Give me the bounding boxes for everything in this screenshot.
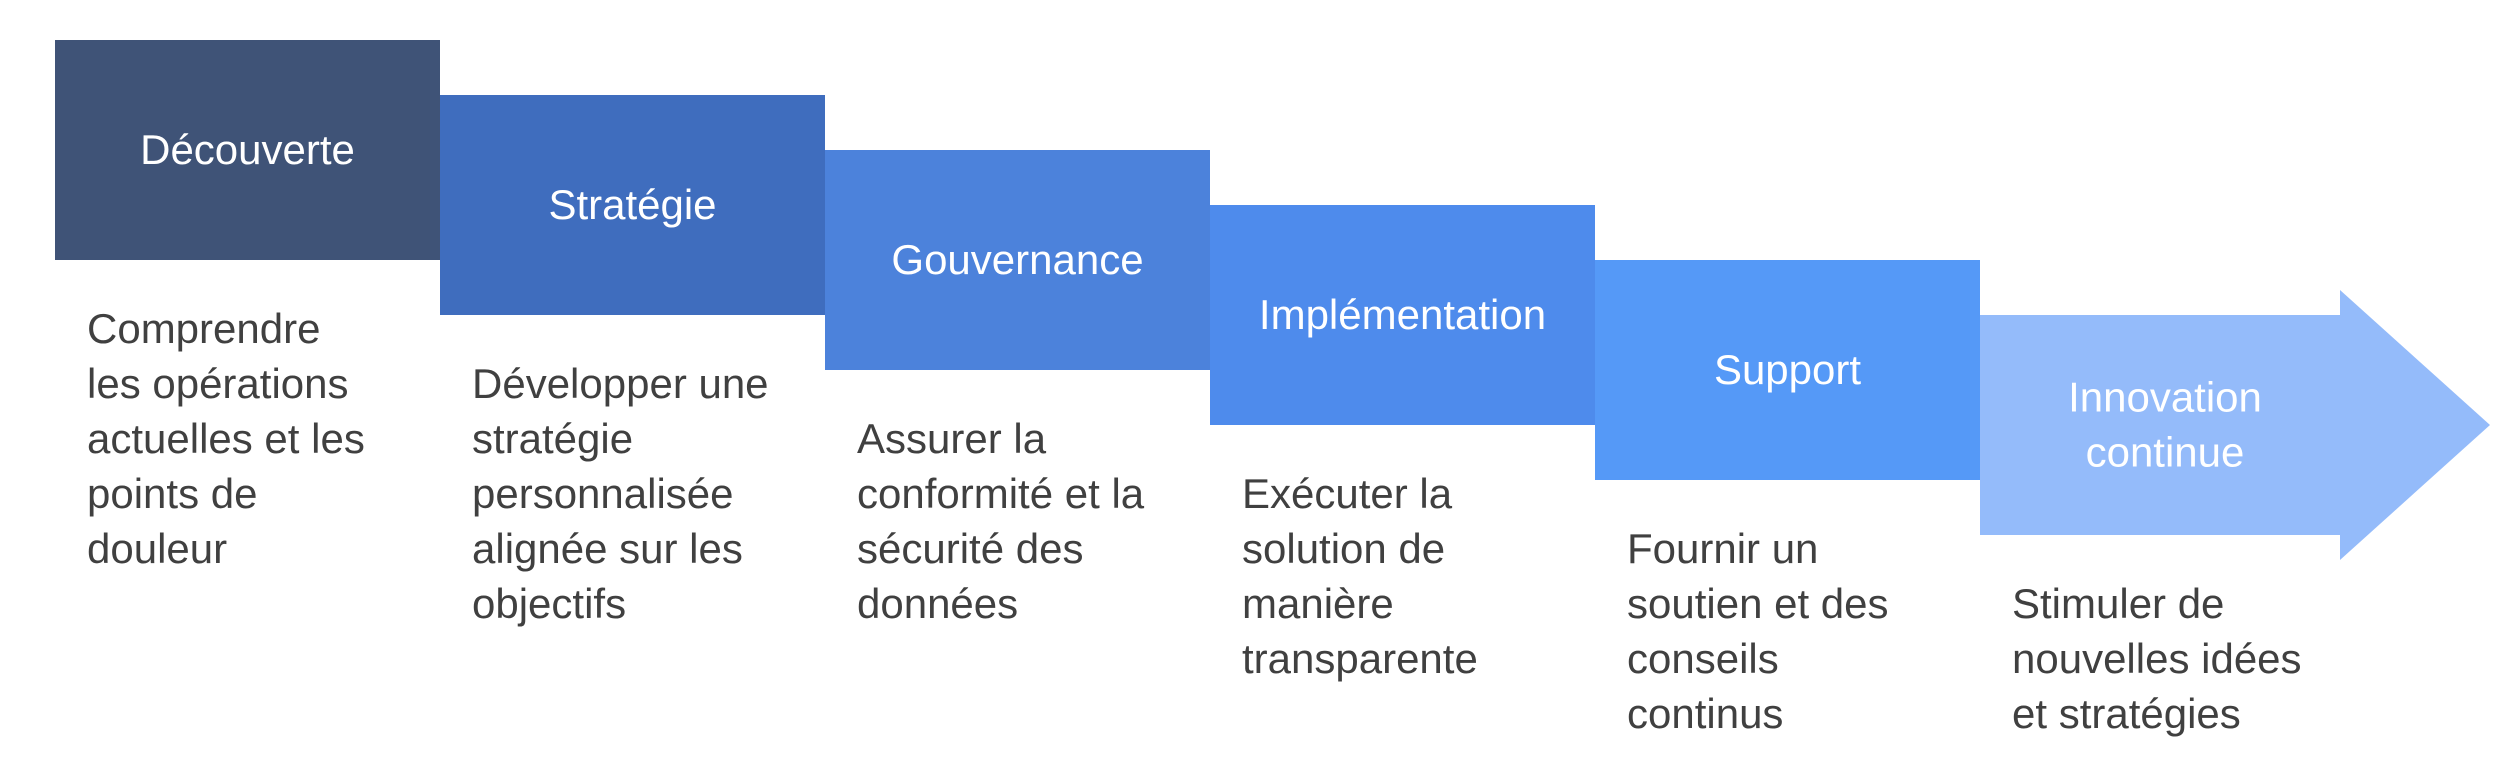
stage-descriptions: Comprendre les opérations actuelles et les… xyxy=(87,305,2302,737)
stage-4-description-line: solution de xyxy=(1242,525,1445,572)
stage-6-title-line: Innovation xyxy=(2068,374,2262,421)
stage-3-description-line: Assurer la xyxy=(857,415,1047,462)
stage-2-description: Développer une stratégie personnalisée alig… xyxy=(472,360,769,627)
stage-1-description: Comprendre les opérations actuelles et les… xyxy=(87,305,365,572)
stage-2-title-line: Stratégie xyxy=(548,181,716,228)
stage-2-description-line: stratégie xyxy=(472,415,633,462)
stage-6-title-line: continue xyxy=(2086,429,2245,476)
stage-4-title-line: Implémentation xyxy=(1259,291,1546,338)
stage-1-description-line: Comprendre xyxy=(87,305,320,352)
stage-6-description-line: Stimuler de xyxy=(2012,580,2224,627)
stage-3-box xyxy=(825,150,1210,370)
stage-3-title: Gouvernance xyxy=(891,236,1143,283)
stage-1-title-line: Découverte xyxy=(140,126,355,173)
stage-2-description-line: objectifs xyxy=(472,580,626,627)
stage-3-title-line: Gouvernance xyxy=(891,236,1143,283)
stage-4-description-line: manière xyxy=(1242,580,1394,627)
stage-4-description: Exécuter la solution de manière transparent… xyxy=(1242,470,1478,682)
stage-6-description-line: nouvelles idées xyxy=(2012,635,2302,682)
stage-3-description-line: données xyxy=(857,580,1018,627)
stage-4-description-line: Exécuter la xyxy=(1242,470,1453,517)
stage-6-arrow xyxy=(1980,290,2490,560)
stage-4-description-line: transparente xyxy=(1242,635,1478,682)
stage-5-description-line: Fournir un xyxy=(1627,525,1818,572)
stage-4-box xyxy=(1210,205,1595,425)
stage-5-description-line: soutien et des xyxy=(1627,580,1889,627)
stage-5-title: Support xyxy=(1714,346,1861,393)
stage-2-description-line: personnalisée xyxy=(472,470,734,517)
stage-5-title-line: Support xyxy=(1714,346,1861,393)
stage-1-description-line: douleur xyxy=(87,525,227,572)
stage-shapes xyxy=(55,40,2490,560)
stage-1-description-line: les opérations xyxy=(87,360,349,407)
stage-3-description: Assurer la conformité et la sécurité des do… xyxy=(857,415,1145,627)
stage-5-box xyxy=(1595,260,1980,480)
stage-1-box xyxy=(55,40,440,260)
stage-3-description-line: sécurité des xyxy=(857,525,1083,572)
stage-5-description-line: continus xyxy=(1627,690,1783,737)
stage-6-description-line: et stratégies xyxy=(2012,690,2241,737)
stage-4-title: Implémentation xyxy=(1259,291,1546,338)
stage-2-description-line: Développer une xyxy=(472,360,769,407)
stage-1-description-line: actuelles et les xyxy=(87,415,365,462)
stage-titles: DécouverteStratégieGouvernanceImplémenta… xyxy=(140,126,2262,476)
stage-2-description-line: alignée sur les xyxy=(472,525,743,572)
stage-6-description: Stimuler de nouvelles idées et stratégies xyxy=(2012,580,2302,737)
stage-2-box xyxy=(440,95,825,315)
stage-5-description: Fournir un soutien et des conseils continus xyxy=(1627,525,1889,737)
stage-1-description-line: points de xyxy=(87,470,257,517)
stage-3-description-line: conformité et la xyxy=(857,470,1145,517)
stage-6-title: Innovation continue xyxy=(2068,374,2262,476)
stage-5-description-line: conseils xyxy=(1627,635,1779,682)
stage-1-title: Découverte xyxy=(140,126,355,173)
stage-2-title: Stratégie xyxy=(548,181,716,228)
